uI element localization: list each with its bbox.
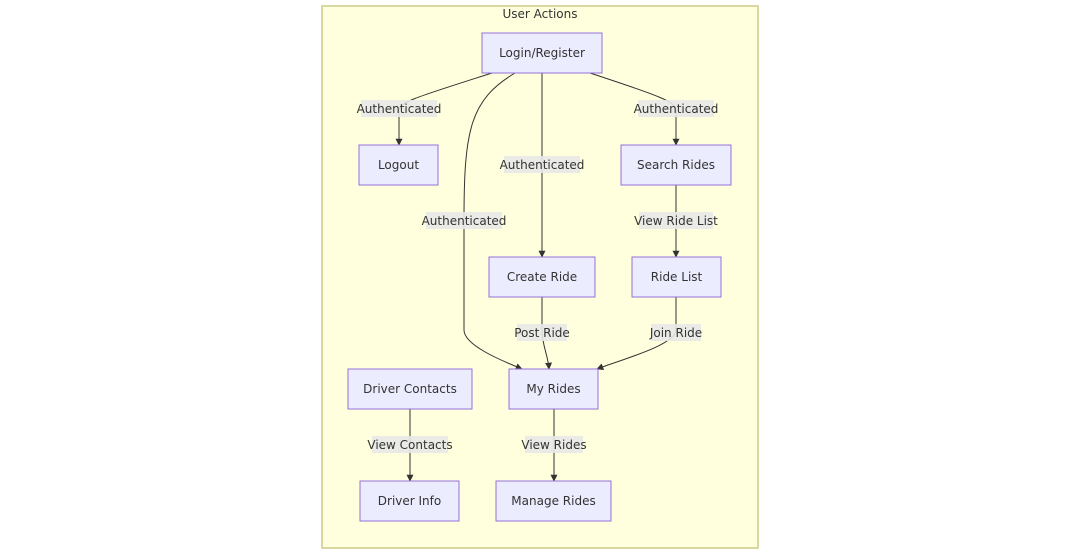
node-label: Driver Info <box>378 494 441 508</box>
edge-label-text: Authenticated <box>357 102 442 116</box>
edge-label-text: View Ride List <box>634 214 718 228</box>
edge-label-text: Authenticated <box>500 158 585 172</box>
node-label: My Rides <box>526 382 580 396</box>
node-manage-rides[interactable]: Manage Rides <box>495 480 612 522</box>
node-search-rides[interactable]: Search Rides <box>620 144 732 186</box>
edge-label-text: Join Ride <box>649 326 702 340</box>
edge-label-search-list: View Ride List <box>634 212 718 229</box>
node-label: Search Rides <box>637 158 715 172</box>
edge-label-list-myrides: Join Ride <box>649 324 702 341</box>
cluster-title: User Actions <box>503 7 578 21</box>
edge-login-myrides <box>463 72 523 370</box>
edge-label-text: View Rides <box>521 438 586 452</box>
edge-label-text: Authenticated <box>422 214 507 228</box>
node-my-rides[interactable]: My Rides <box>508 368 599 410</box>
node-label: Create Ride <box>507 270 577 284</box>
edge-label-contacts-info: View Contacts <box>367 436 453 453</box>
edge-label-create-myrides: Post Ride <box>514 324 570 341</box>
edge-label-text: Post Ride <box>514 326 570 340</box>
node-ride-list[interactable]: Ride List <box>631 256 722 298</box>
edge-label-login-create: Authenticated <box>500 156 585 173</box>
edge-label-login-myrides: Authenticated <box>422 212 507 229</box>
nodes: Login/Register Logout Search Rides Creat… <box>347 32 732 522</box>
edge-label-text: Authenticated <box>634 102 719 116</box>
node-label: Driver Contacts <box>363 382 457 396</box>
node-create-ride[interactable]: Create Ride <box>488 256 596 298</box>
edge-label-login-search: Authenticated <box>634 100 719 117</box>
node-label: Logout <box>378 158 419 172</box>
node-label: Login/Register <box>499 46 585 60</box>
edge-label-text: View Contacts <box>367 438 452 452</box>
edge-label-myrides-manage: View Rides <box>521 436 587 453</box>
node-label: Manage Rides <box>511 494 595 508</box>
edge-labels: Authenticated Authenticated Authenticate… <box>357 100 719 453</box>
node-login-register[interactable]: Login/Register <box>481 32 603 74</box>
node-logout[interactable]: Logout <box>358 144 439 186</box>
node-label: Ride List <box>651 270 703 284</box>
node-driver-contacts[interactable]: Driver Contacts <box>347 368 473 410</box>
node-driver-info[interactable]: Driver Info <box>359 480 460 522</box>
edge-label-login-logout: Authenticated <box>357 100 442 117</box>
